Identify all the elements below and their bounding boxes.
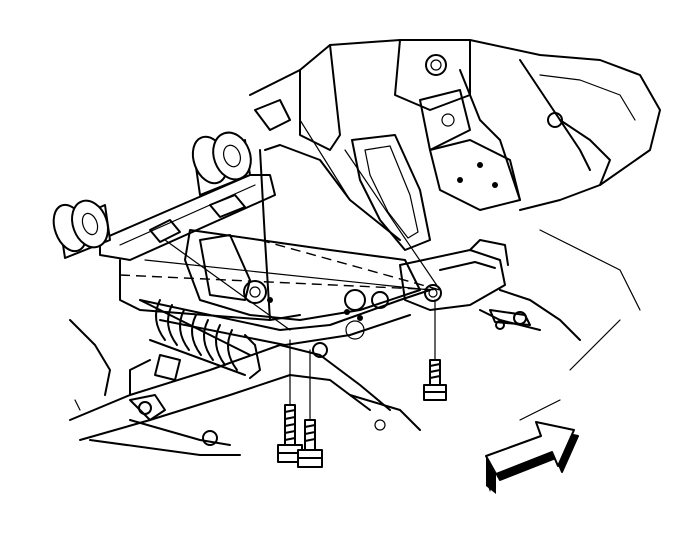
front-mount-bushing (191, 131, 252, 196)
bolt (297, 419, 323, 468)
vehicle-body-structure (249, 39, 661, 251)
alignment-leader-lines (119, 119, 441, 421)
lower-frame-rail (69, 229, 641, 456)
engine-cradle-crossmember (99, 144, 581, 358)
rear-mount-bushing (52, 199, 111, 259)
steering-gear-boot (139, 299, 261, 381)
bolt (277, 404, 303, 463)
bolt (423, 359, 447, 401)
direction-arrow-icon (485, 421, 579, 494)
